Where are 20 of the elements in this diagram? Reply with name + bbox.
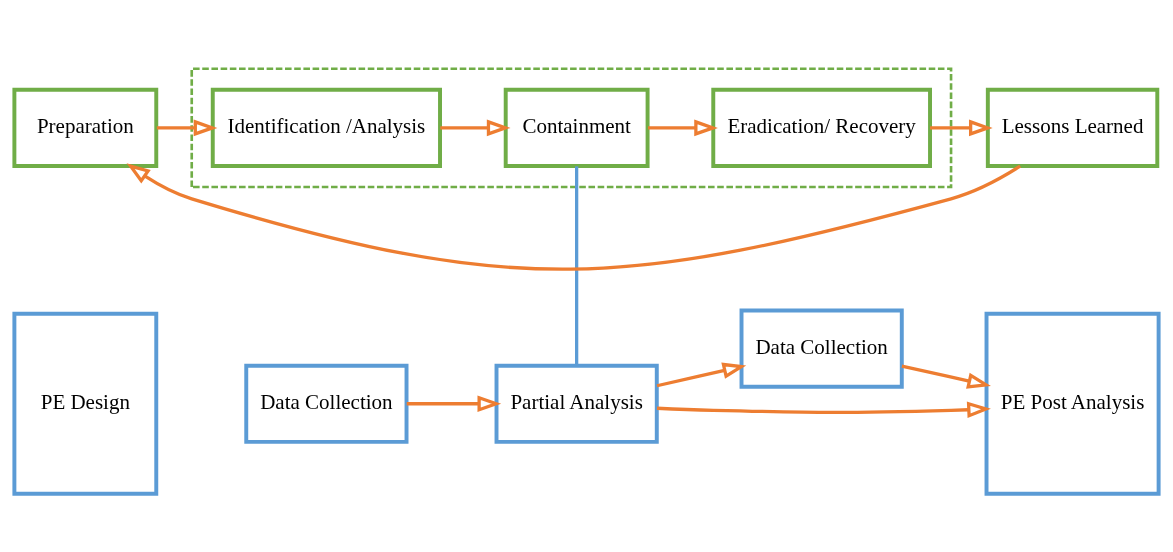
node-box: PE Design — [12, 311, 159, 496]
node-box: Preparation — [12, 87, 159, 168]
arrow — [656, 401, 991, 419]
node-box: Eradication/ Recovery — [711, 87, 932, 168]
arrow — [901, 364, 991, 389]
arrow — [440, 119, 511, 137]
arrow — [656, 362, 747, 388]
arrow — [930, 119, 993, 137]
connector — [575, 166, 579, 366]
node-box: Containment — [503, 87, 650, 168]
node-box: Lessons Learned — [985, 87, 1160, 168]
arrow — [126, 163, 1022, 271]
node-box: PE Post Analysis — [984, 311, 1161, 496]
node-box: Data Collection — [244, 363, 409, 444]
node-box: Data Collection — [739, 308, 904, 389]
arrow — [406, 395, 502, 413]
arrow — [156, 119, 218, 137]
arrow — [648, 119, 718, 137]
node-box: Identification /Analysis — [210, 87, 442, 168]
node-box: Partial Analysis — [494, 363, 659, 444]
